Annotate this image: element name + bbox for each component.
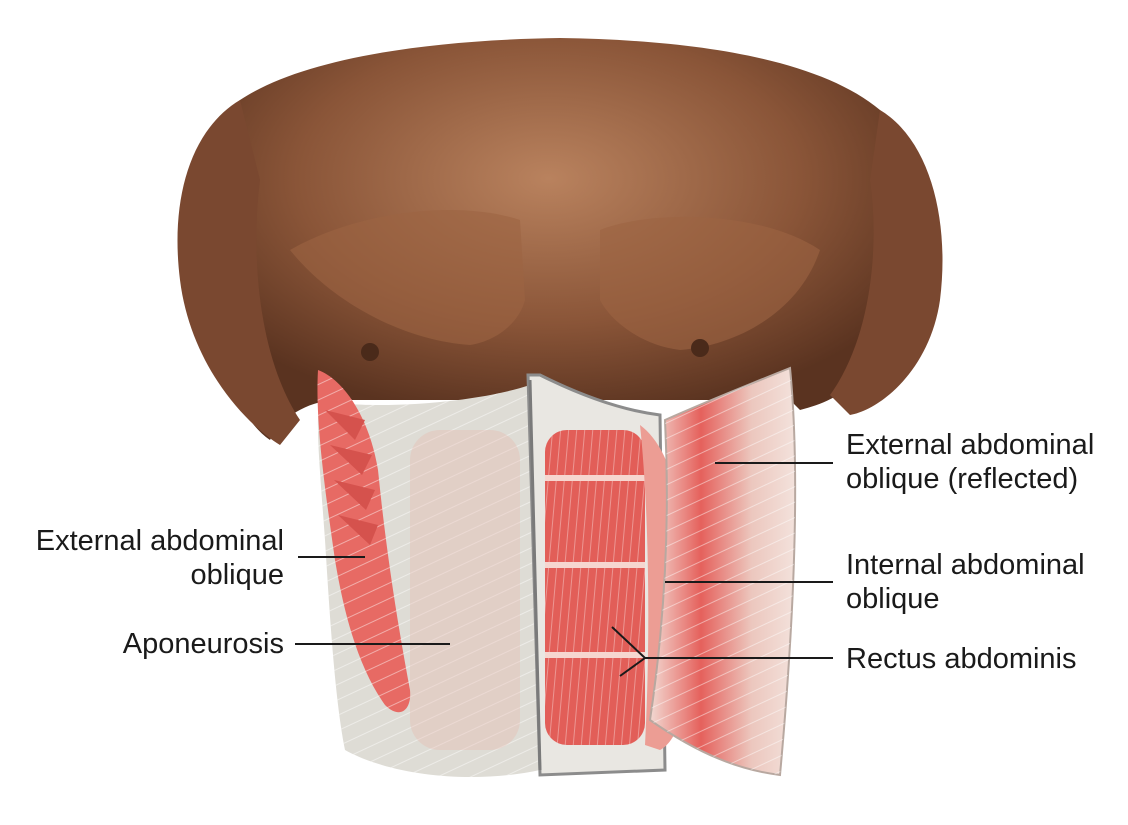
left-shoulder bbox=[177, 100, 300, 445]
label-aponeurosis: Aponeurosis bbox=[122, 628, 284, 660]
pectoral-right bbox=[600, 216, 820, 350]
label-internal-oblique: Internal abdominal oblique bbox=[846, 549, 1085, 615]
nipple-right bbox=[691, 339, 709, 357]
pectoral-left bbox=[290, 210, 525, 345]
right-shoulder bbox=[830, 110, 943, 415]
leader-lines bbox=[295, 462, 833, 677]
nipple-left bbox=[361, 343, 379, 361]
rectus-abdominis-muscle bbox=[545, 430, 645, 745]
label-external-oblique-left: External abdominal oblique bbox=[35, 525, 284, 591]
label-rectus-abdominis: Rectus abdominis bbox=[846, 643, 1077, 675]
label-external-oblique-reflected: External abdominal oblique (reflected) bbox=[846, 429, 1095, 495]
serratus-digitations bbox=[325, 410, 378, 545]
